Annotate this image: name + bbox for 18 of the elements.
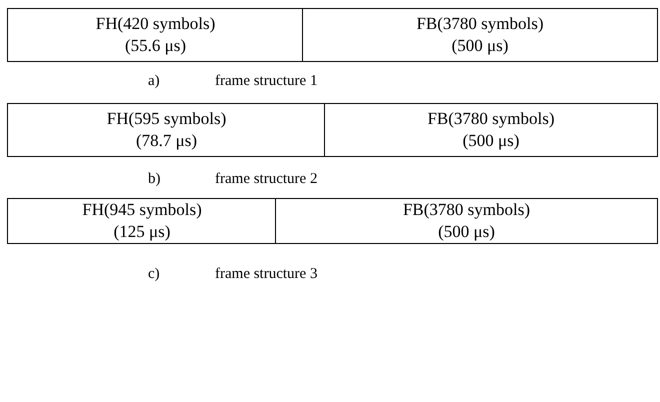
caption-letter: a) (148, 73, 160, 90)
frame-field-box (275, 198, 658, 244)
frame-field-box (324, 103, 658, 157)
caption-letter: b) (148, 171, 160, 188)
caption: frame structure 3 (215, 266, 318, 283)
field-label: FH(420 symbols) (55.6 μs) (94, 13, 216, 57)
field-label: FB(3780 symbols) (500 μs) (415, 13, 545, 57)
caption-letter: c) (148, 266, 160, 283)
caption: frame structure 2 (215, 171, 318, 188)
field-label: FH(945 symbols) (125 μs) (81, 199, 203, 243)
frame-field-box (302, 8, 658, 62)
frame-field-box (7, 103, 326, 157)
field-label: FB(3780 symbols) (500 μs) (402, 199, 532, 243)
caption: frame structure 1 (215, 73, 318, 90)
field-label: FH(595 symbols) (78.7 μs) (106, 108, 228, 152)
frame-field-box (7, 198, 277, 244)
frame-field-box (7, 8, 304, 62)
field-label: FB(3780 symbols) (500 μs) (426, 108, 556, 152)
